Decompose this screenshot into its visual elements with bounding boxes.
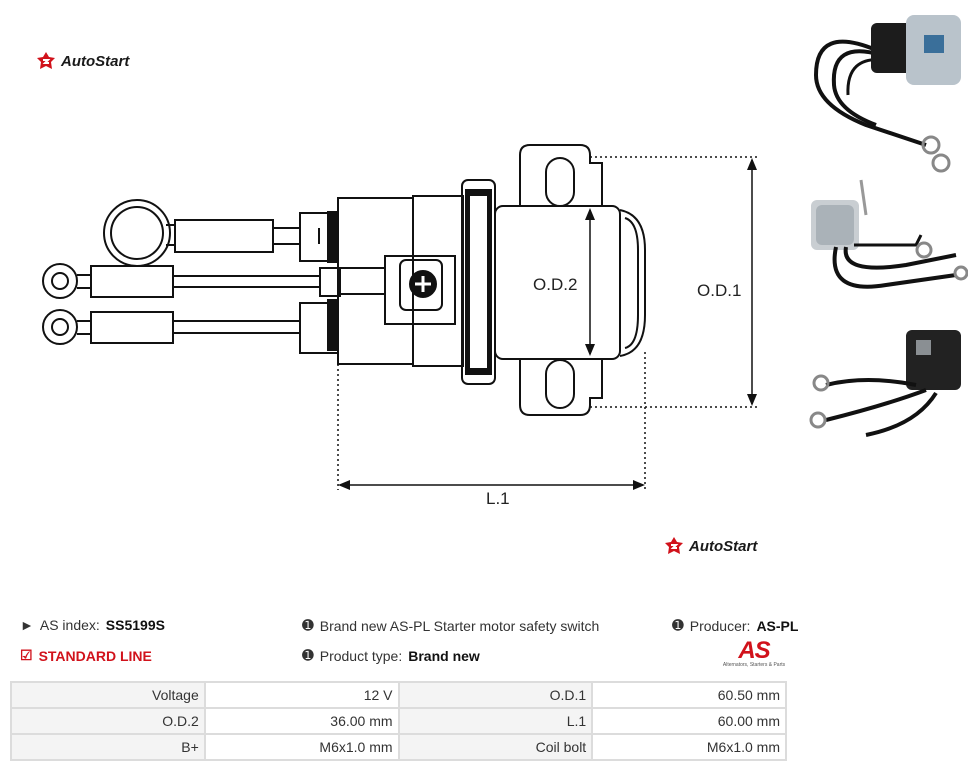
info-icon: ➊ — [672, 617, 684, 633]
spec-label: L.1 — [397, 707, 594, 735]
standard-line: ☑ STANDARD LINE — [20, 647, 152, 664]
table-row: B+ M6x1.0 mm Coil bolt M6x1.0 mm — [10, 733, 787, 761]
autostart-logo-icon — [37, 52, 55, 69]
as-index: ► AS index: SS5199S — [20, 617, 165, 633]
product-type-value: Brand new — [408, 647, 480, 664]
as-pl-logo-tagline: Alternators, Starters & Parts — [722, 662, 786, 668]
product-type: ➊ Product type: Brand new — [302, 647, 480, 664]
spec-label: B+ — [10, 733, 206, 761]
standard-line-label: STANDARD LINE — [38, 647, 152, 664]
spec-label: O.D.2 — [10, 707, 206, 735]
spec-value: M6x1.0 mm — [591, 733, 787, 761]
od1-label: O.D.1 — [697, 281, 741, 300]
as-pl-logo: AS Alternators, Starters & Parts — [716, 637, 792, 669]
as-pl-logo-mark: AS — [738, 637, 770, 664]
info-icon: ➊ — [302, 647, 314, 663]
autostart-logo-icon — [665, 537, 683, 554]
solenoid-photo-2[interactable] — [806, 175, 968, 310]
specs-table: Voltage 12 V O.D.1 60.50 mm O.D.2 36.00 … — [10, 681, 787, 761]
producer-value: AS-PL — [756, 617, 799, 634]
spec-value: 12 V — [203, 681, 400, 709]
spec-label: Voltage — [10, 681, 206, 709]
autostart-logo-top: AutoStart — [36, 51, 129, 71]
product-description: ➊ Brand new AS-PL Starter motor safety s… — [302, 617, 599, 634]
ring-terminal-large — [103, 199, 171, 267]
spec-value: 60.00 mm — [591, 707, 787, 735]
technical-drawing: O.D.1 O.D.2 L.1 — [42, 144, 758, 508]
spec-label: Coil bolt — [397, 733, 594, 761]
spec-value: 60.50 mm — [591, 681, 787, 709]
autostart-logo-text: AutoStart — [61, 52, 130, 70]
as-index-value: SS5199S — [105, 617, 165, 633]
table-row: Voltage 12 V O.D.1 60.50 mm — [10, 681, 787, 709]
info-icon: ➊ — [302, 617, 314, 633]
solenoid-photo-1[interactable] — [806, 5, 968, 175]
solenoid-photo-3[interactable] — [806, 315, 968, 445]
spec-label: O.D.1 — [397, 681, 594, 709]
ring-terminal-small-1 — [42, 263, 78, 299]
od2-label: O.D.2 — [533, 275, 577, 294]
autostart-logo-bottom: AutoStart — [664, 536, 757, 556]
spec-value: M6x1.0 mm — [203, 733, 400, 761]
spec-value: 36.00 mm — [203, 707, 400, 735]
producer: ➊ Producer: AS-PL — [672, 617, 798, 634]
producer-label: Producer: — [689, 617, 751, 634]
as-index-label: AS index: — [39, 617, 100, 633]
l1-label: L.1 — [486, 489, 510, 508]
description-text: Brand new AS-PL Starter motor safety swi… — [319, 617, 600, 634]
table-row: O.D.2 36.00 mm L.1 60.00 mm — [10, 707, 787, 735]
check-square-icon: ☑ — [20, 647, 33, 663]
autostart-logo-text: AutoStart — [689, 537, 758, 555]
product-type-label: Product type: — [319, 647, 403, 664]
ring-terminal-small-2 — [42, 309, 78, 345]
tags-icon: ► — [20, 617, 34, 633]
